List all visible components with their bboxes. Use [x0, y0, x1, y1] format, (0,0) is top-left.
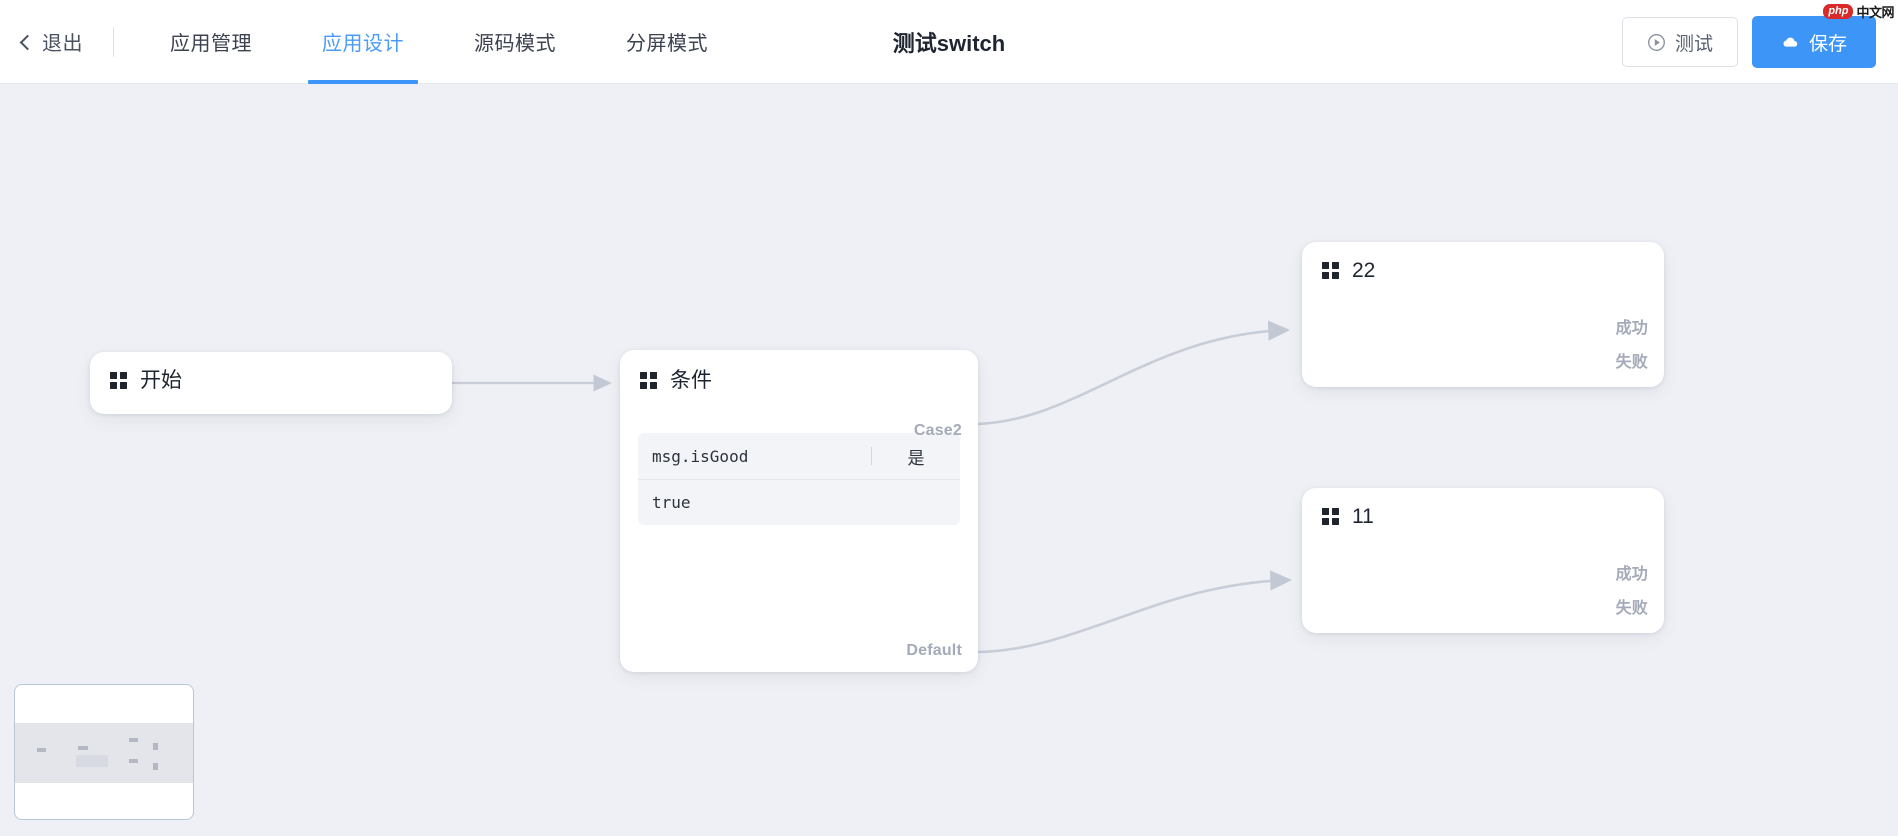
minimap-node-start — [37, 748, 46, 752]
port-success[interactable]: 成功 — [1615, 320, 1648, 337]
tab-split-mode[interactable]: 分屏模式 — [626, 33, 708, 55]
port-case2[interactable]: Case2 — [913, 422, 962, 439]
test-button[interactable]: 测试 — [1622, 17, 1738, 67]
node-22-header: 22 — [1302, 242, 1664, 281]
node-condition[interactable]: 条件 Case2 msg.isGood 是 true Default — [620, 350, 978, 672]
port-failure[interactable]: 失败 — [1615, 354, 1648, 371]
header-actions: 测试 保存 — [1622, 0, 1898, 84]
minimap-node-condition — [78, 746, 88, 750]
edge-default-to-node11 — [977, 570, 1293, 654]
play-circle-icon — [1647, 33, 1666, 52]
node-start-header: 开始 — [90, 352, 452, 391]
exit-label: 退出 — [42, 33, 83, 55]
node-22-title: 22 — [1352, 259, 1376, 282]
chevron-left-icon — [19, 34, 36, 50]
port-default[interactable]: Default — [906, 642, 962, 659]
flow-canvas[interactable]: 开始 条件 Case2 msg.isGood 是 true Default 22… — [0, 84, 1898, 836]
node-start-title: 开始 — [140, 369, 182, 392]
test-button-label: 测试 — [1674, 33, 1713, 55]
node-condition-title: 条件 — [670, 369, 712, 392]
cloud-upload-icon — [1781, 33, 1800, 52]
port-success[interactable]: 成功 — [1615, 566, 1648, 583]
header-divider — [113, 26, 114, 57]
flow-edges — [452, 320, 1293, 654]
app-header: 退出 应用管理 应用设计 源码模式 分屏模式 测试switch 测试 保存 — [0, 0, 1898, 84]
save-button[interactable]: 保存 — [1752, 16, 1876, 68]
node-condition-header: 条件 — [620, 350, 978, 391]
node-22[interactable]: 22 成功 失败 — [1302, 242, 1664, 387]
port-failure[interactable]: 失败 — [1615, 600, 1648, 617]
minimap-node-22 — [129, 738, 138, 742]
minimap-canvas-band — [15, 723, 193, 783]
condition-key: msg.isGood — [652, 446, 749, 466]
node-11[interactable]: 11 成功 失败 — [1302, 488, 1664, 633]
minimap-node-22-ports — [153, 743, 158, 750]
minimap-node-11-ports — [153, 763, 158, 770]
grid-icon — [640, 372, 657, 389]
minimap[interactable] — [14, 684, 194, 820]
condition-row-key: msg.isGood 是 — [638, 433, 960, 480]
node-11-header: 11 — [1302, 488, 1664, 527]
node-start[interactable]: 开始 — [90, 352, 452, 414]
condition-separator — [871, 447, 872, 465]
save-button-label: 保存 — [1808, 33, 1847, 55]
tab-app-management[interactable]: 应用管理 — [170, 33, 252, 55]
tab-source-mode[interactable]: 源码模式 — [474, 33, 556, 55]
minimap-node-11 — [129, 759, 138, 763]
header-tabs: 应用管理 应用设计 源码模式 分屏模式 — [146, 0, 754, 84]
grid-icon — [110, 372, 127, 389]
condition-box: msg.isGood 是 true — [638, 433, 960, 525]
exit-button[interactable]: 退出 — [19, 27, 83, 56]
edge-case2-to-node22 — [977, 320, 1291, 426]
grid-icon — [1322, 508, 1339, 525]
condition-operator: 是 — [907, 448, 925, 468]
node-11-title: 11 — [1352, 505, 1374, 528]
minimap-condition-box — [76, 755, 108, 767]
tab-app-design[interactable]: 应用设计 — [298, 0, 428, 84]
condition-value: true — [652, 493, 691, 512]
grid-icon — [1322, 262, 1339, 279]
